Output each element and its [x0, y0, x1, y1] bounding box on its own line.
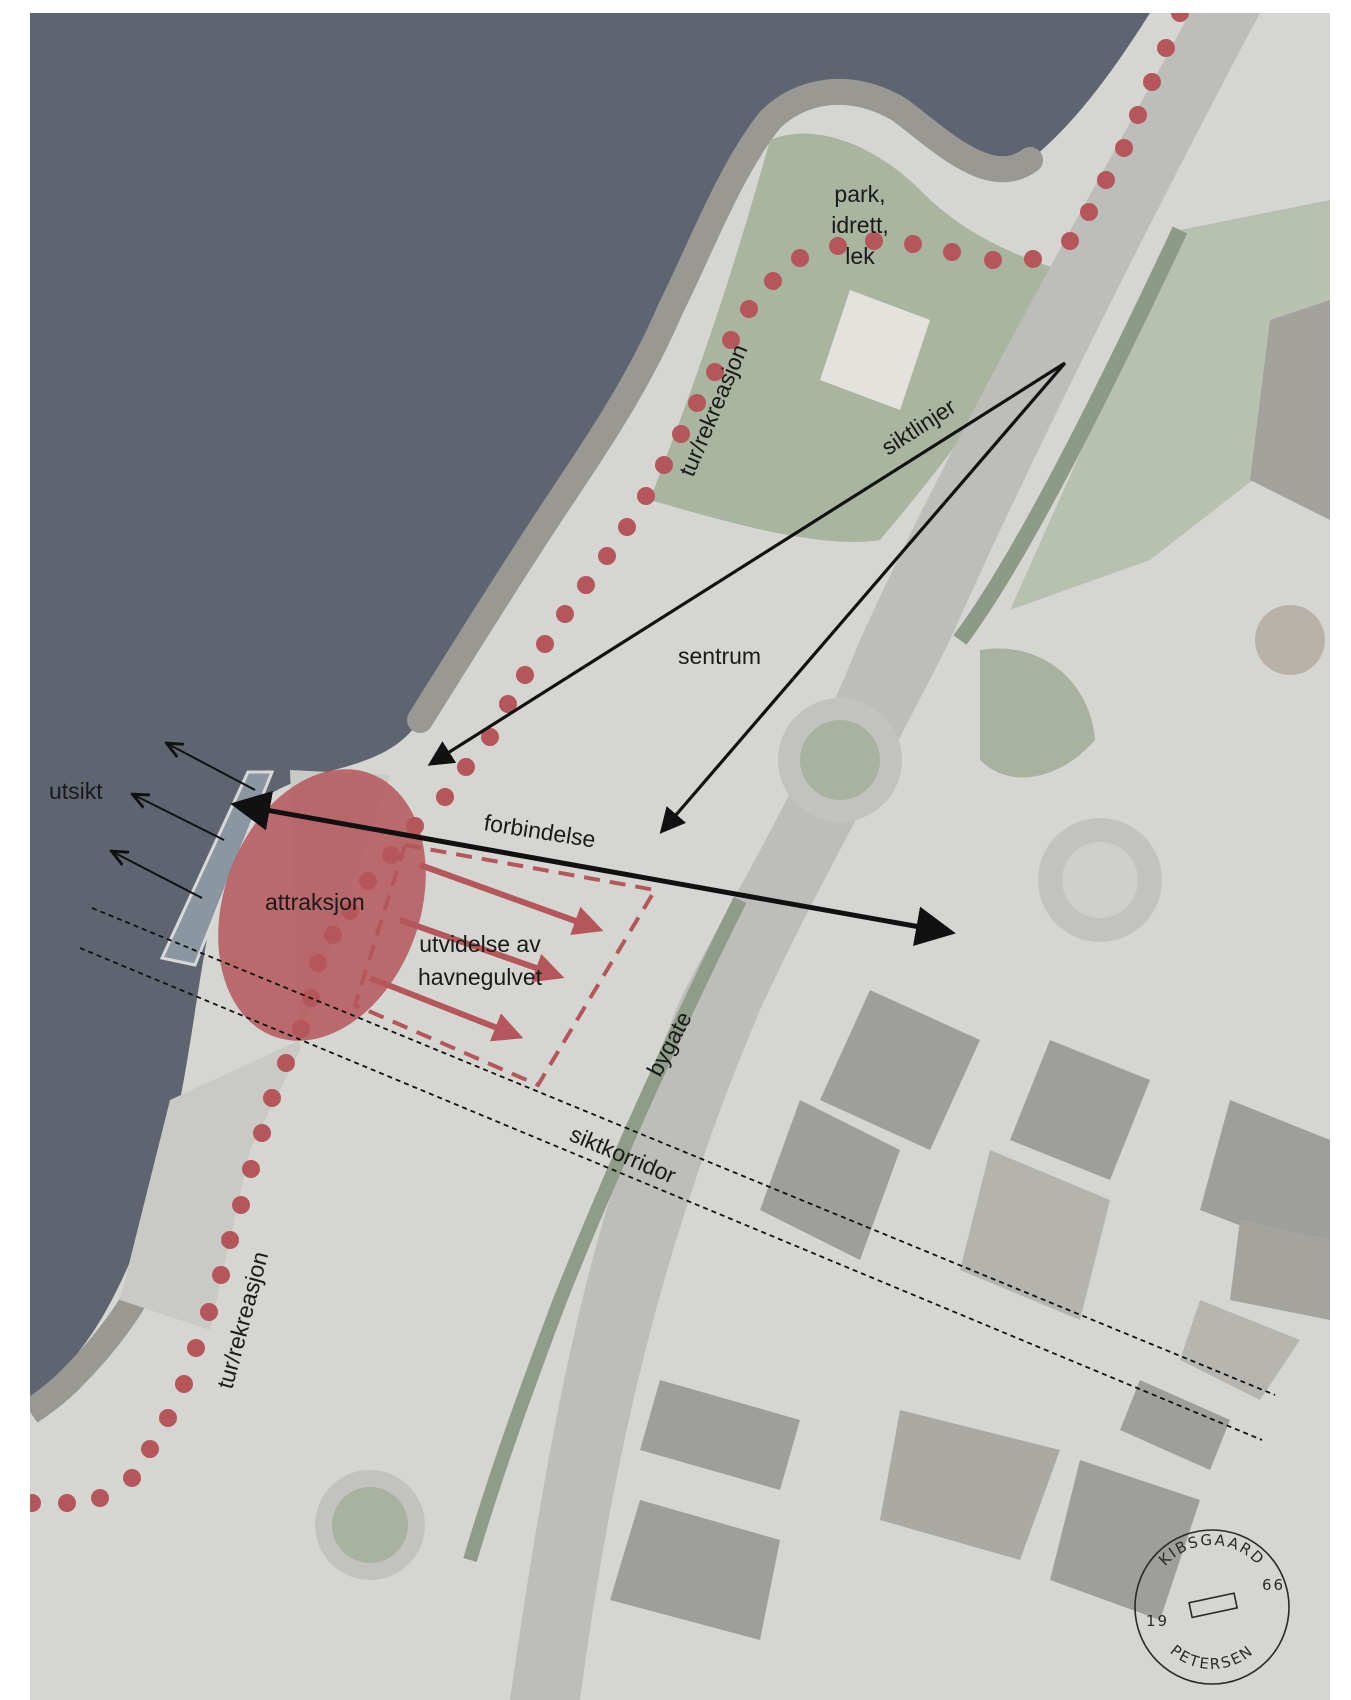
tree-strip-lower: [463, 896, 747, 1563]
label-attraksjon: attraksjon: [265, 889, 365, 915]
buildings: [610, 300, 1330, 1640]
fjord-water: [30, 13, 1150, 1410]
label-havnegulvet: havnegulvet: [418, 964, 543, 990]
sports-court: [820, 290, 930, 410]
label-utvidelse: utvidelse av: [419, 931, 541, 957]
kibsgaard-petersen-stamp: KIBSGAARD PETERSEN 19 66: [1134, 1529, 1290, 1685]
sight-line-arrows: [427, 361, 1067, 834]
center-green: [980, 648, 1095, 778]
label-sentrum: sentrum: [678, 643, 761, 669]
label-park: park,: [834, 181, 885, 207]
stamp-year-right: 66: [1262, 1576, 1285, 1594]
label-idrett: idrett,: [831, 212, 889, 238]
view-arrows: [113, 744, 256, 899]
label-lek: lek: [845, 243, 875, 269]
connection-arrow: [230, 790, 956, 947]
recreation-path: [30, 13, 1189, 1512]
roundabouts: [315, 605, 1325, 1580]
label-utsikt: utsikt: [49, 778, 103, 804]
rock-shoreline: [407, 78, 1043, 733]
green-strip-right: [1010, 200, 1330, 610]
sight-corridor-lines: [79, 907, 1276, 1441]
tree-strip: [953, 226, 1188, 645]
stamp-year-left: 19: [1146, 1612, 1169, 1630]
main-road: [510, 13, 1260, 1700]
stamp-rectangle-icon: [1188, 1592, 1239, 1619]
